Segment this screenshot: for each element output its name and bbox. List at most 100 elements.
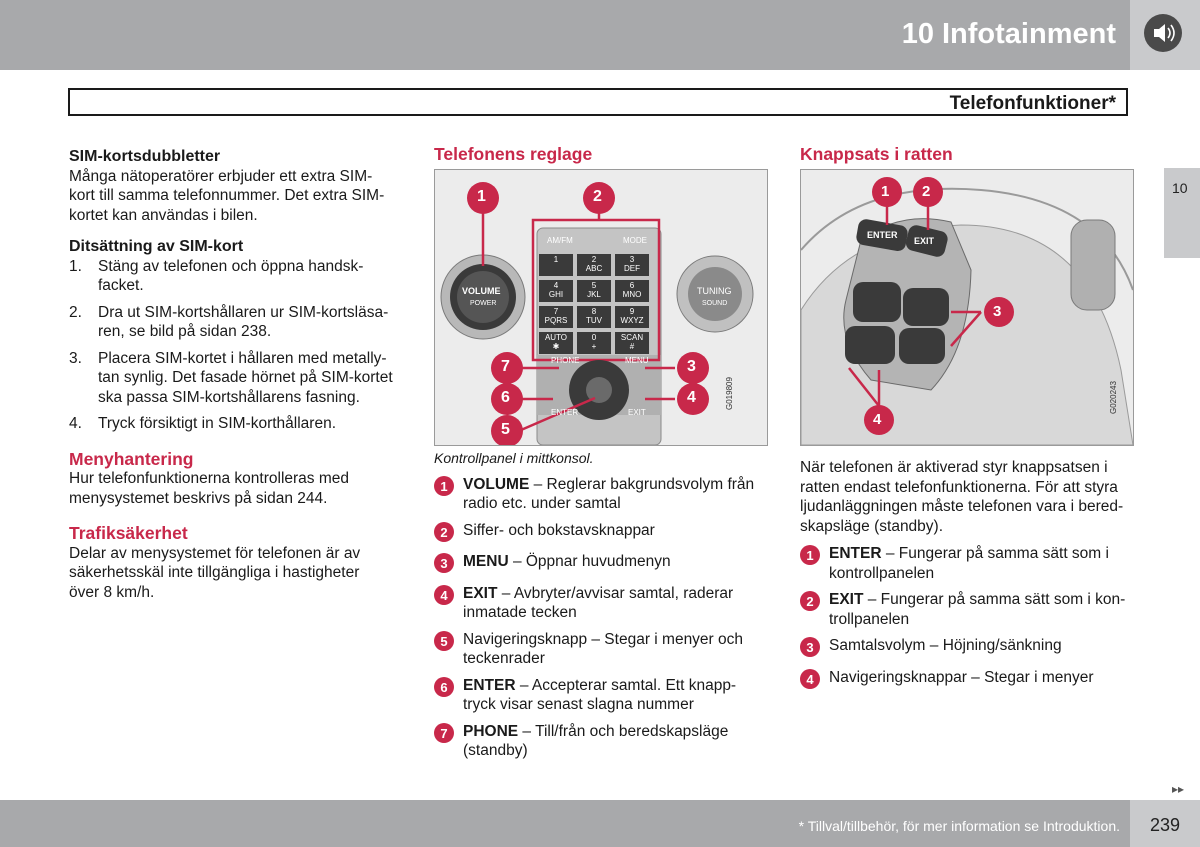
column-middle-text: Kontrollpanel i mittkonsol. 1 VOLUME – R… — [434, 449, 774, 761]
callout-6: 6 — [501, 389, 510, 406]
menu-heading: Menyhantering — [69, 448, 194, 469]
wheel-callout-3: 3 — [993, 303, 1002, 320]
keypad-key: 0+ — [577, 332, 611, 354]
chapter-icon-box — [1130, 0, 1200, 70]
callout-5: 5 — [501, 421, 510, 438]
number-badge-icon: 4 — [434, 584, 454, 605]
step-item: 4.Tryck försiktigt in SIM-korthållaren. — [69, 415, 337, 432]
chapter-title: 10 Infotainment — [901, 18, 1116, 50]
wheel-exit-key: EXIT — [914, 236, 935, 246]
svg-text:5: 5 — [440, 634, 447, 649]
keypad-key: 1 — [539, 254, 573, 276]
wheel-callout-2: 2 — [922, 183, 931, 200]
figure-caption: Kontrollpanel i mittkonsol. — [434, 450, 594, 466]
legend-item: 2 EXIT – Fungerar på samma sätt som i ko… — [800, 590, 1140, 629]
wheel-callout-1: 1 — [881, 183, 890, 200]
volume-label: VOLUME — [462, 286, 501, 296]
menu-key: MENU — [625, 356, 649, 365]
legend-item: 5 Navigeringsknapp – Stegar i menyer och… — [434, 630, 774, 669]
tuning-label: TUNING — [697, 286, 732, 296]
svg-text:3: 3 — [440, 556, 447, 571]
insert-sim-heading: Ditsättning av SIM-kort — [69, 238, 244, 255]
legend-item: 6 ENTER – Accepterar samtal. Ett knapp-t… — [434, 676, 774, 715]
number-badge-icon: 5 — [434, 630, 454, 651]
footer-note: * Tillval/tillbehör, för mer information… — [798, 818, 1120, 834]
phone-controls-heading: Telefonens reglage — [434, 144, 593, 164]
page-footer: * Tillval/tillbehör, för mer information… — [0, 800, 1130, 847]
number-badge-icon: 4 — [800, 668, 820, 689]
mode-key: MODE — [623, 236, 647, 245]
wheel-callout-4: 4 — [873, 411, 882, 428]
column-right-text: När telefonen är aktiverad styr knappsat… — [800, 458, 1140, 689]
enter-key: ENTER — [551, 408, 579, 417]
svg-text:2: 2 — [806, 594, 813, 609]
svg-text:3: 3 — [806, 640, 813, 655]
page-header: 10 Infotainment — [0, 0, 1130, 70]
svg-text:6: 6 — [440, 680, 447, 695]
amfm-key: AM/FM — [547, 236, 573, 245]
figure-code: G020243 — [1109, 381, 1118, 414]
phone-key: PHONE — [551, 356, 580, 365]
column-left: SIM-kortsdubbletter Många nätoperatörer … — [69, 147, 409, 602]
traffic-safety-heading: Trafiksäkerhet — [69, 523, 188, 543]
number-badge-icon: 2 — [434, 521, 454, 542]
number-badge-icon: 7 — [434, 722, 454, 743]
number-badge-icon: 1 — [434, 475, 454, 496]
wheel-enter-key: ENTER — [867, 230, 898, 240]
continue-arrows-icon: ▸▸ — [1172, 782, 1185, 796]
page-number-box: 239 — [1130, 800, 1200, 847]
power-label: POWER — [470, 300, 497, 307]
chapter-side-tab: 10 — [1164, 168, 1200, 258]
number-badge-icon: 6 — [434, 676, 454, 697]
column-middle: Telefonens reglage — [434, 144, 774, 165]
step-item: 1.Stäng av telefonen och öppna handsk-fa… — [69, 257, 364, 295]
speaker-icon — [1144, 14, 1182, 52]
callout-3: 3 — [687, 358, 696, 375]
wheel-keypad-heading: Knappsats i ratten — [800, 144, 953, 164]
svg-text:1: 1 — [806, 548, 813, 563]
svg-text:2: 2 — [440, 525, 447, 540]
keypad-key: AUTO✱ — [539, 332, 573, 354]
number-badge-icon: 3 — [800, 637, 820, 657]
number-badge-icon: 3 — [434, 553, 454, 573]
page-number: 239 — [1150, 815, 1181, 835]
column-right: Knappsats i ratten — [800, 144, 1140, 165]
legend-item: 4 Navigeringsknappar – Stegar i menyer — [800, 668, 1140, 689]
svg-text:4: 4 — [440, 588, 448, 603]
section-title: Telefonfunktioner* — [949, 93, 1116, 114]
callout-2: 2 — [593, 188, 602, 205]
legend-item: 2 Siffer- och bokstavsknappar — [434, 521, 774, 542]
number-badge-icon: 2 — [800, 591, 820, 611]
steering-wheel-figure: ENTER EXIT 1 2 3 4 G020243 — [800, 169, 1134, 446]
step-item: 2.Dra ut SIM-kortshållaren ur SIM-kortsl… — [69, 303, 389, 341]
exit-key: EXIT — [628, 408, 646, 417]
keypad-key: SCAN# — [615, 332, 649, 354]
callout-1: 1 — [477, 188, 486, 205]
figure-code: G019809 — [725, 377, 734, 410]
sound-label: SOUND — [702, 300, 728, 307]
section-title-bar: Telefonfunktioner* — [68, 88, 1128, 116]
svg-text:4: 4 — [806, 672, 814, 687]
step-item: 3.Placera SIM-kortet i hållaren med meta… — [69, 349, 393, 406]
sim-heading: SIM-kortsdubbletter — [69, 148, 221, 165]
callout-7: 7 — [501, 358, 510, 375]
svg-text:7: 7 — [440, 726, 447, 741]
legend-item: 3 Samtalsvolym – Höjning/sänkning — [800, 636, 1140, 657]
legend-item: 7 PHONE – Till/från och beredskapsläge(s… — [434, 722, 774, 761]
legend-item: 3 MENU – Öppnar huvudmenyn — [434, 552, 774, 573]
number-badge-icon: 1 — [800, 545, 820, 565]
control-panel-figure: AM/FM MODE VOLUME POWER TUNING SOUND PHO… — [434, 169, 768, 446]
svg-text:1: 1 — [440, 479, 447, 494]
